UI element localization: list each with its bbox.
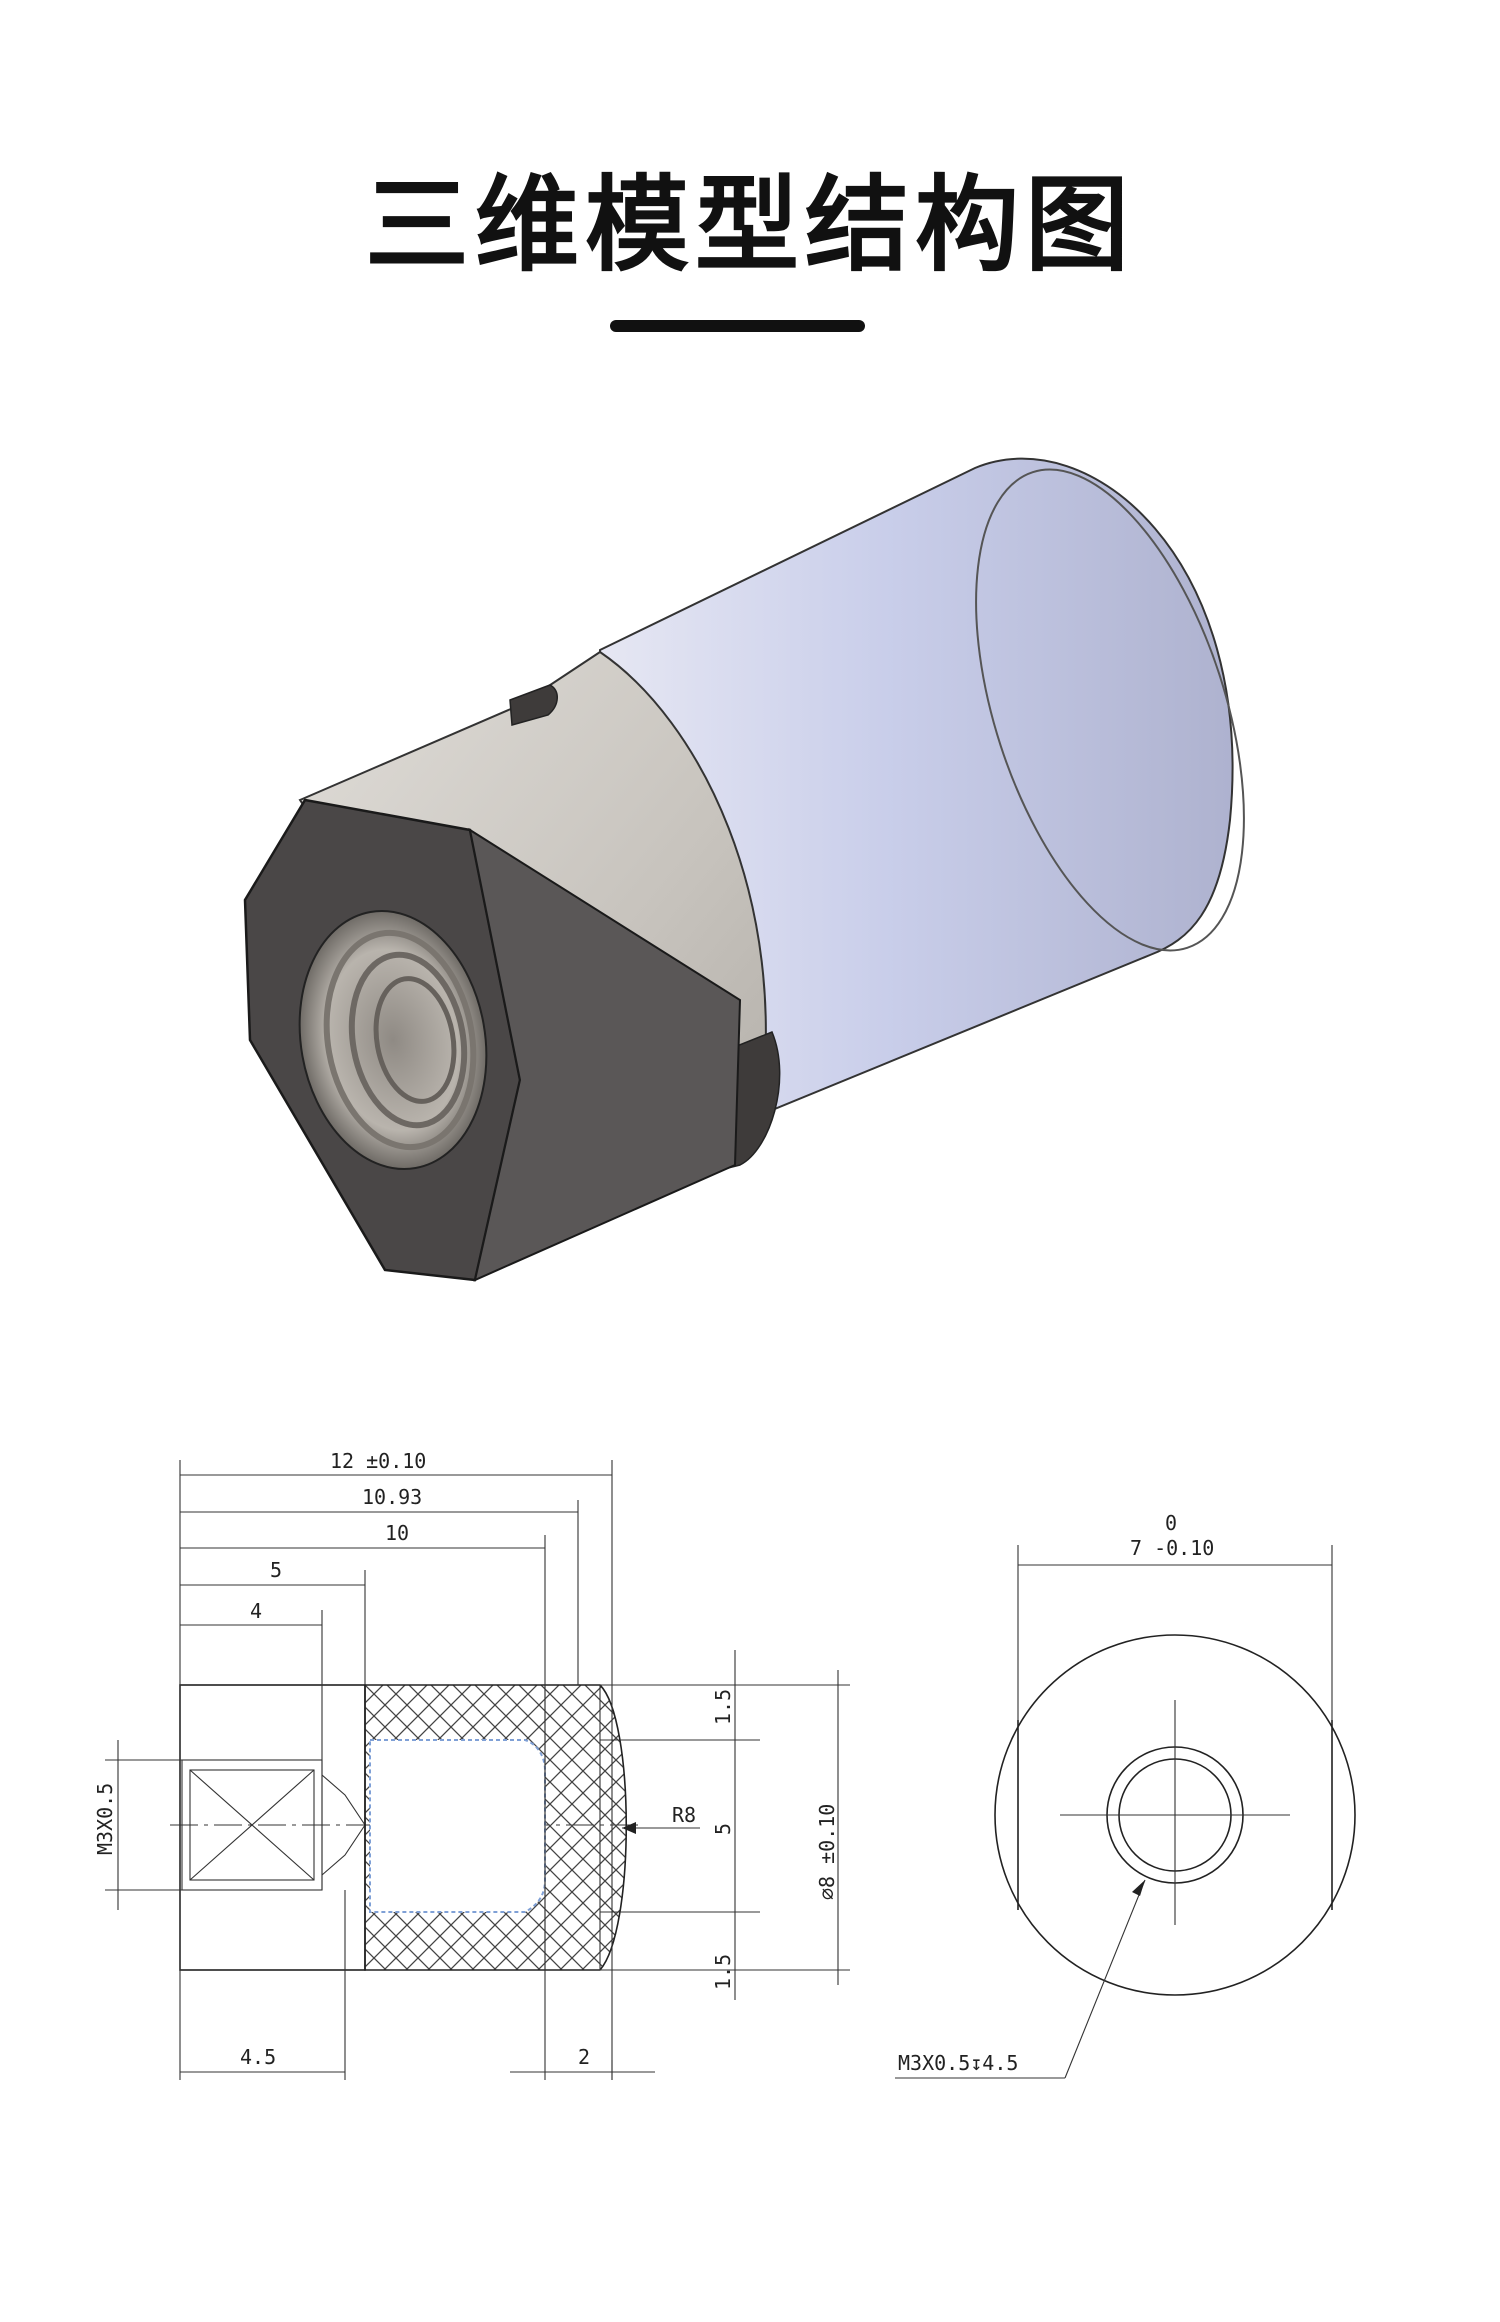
end-view: 0 7 -0.10 M3X0.5↧4.5 <box>895 1511 1356 2079</box>
model-3d-render <box>243 457 1245 1282</box>
slot-notch-top <box>509 684 558 726</box>
thread-ring-1 <box>323 929 477 1151</box>
diameter-label: ⌀8 ±0.10 <box>815 1804 839 1900</box>
thread-ring-3 <box>373 976 457 1104</box>
dim-4: 4 <box>250 1599 262 1623</box>
dim-10-93: 10.93 <box>362 1485 422 1509</box>
dim-5: 5 <box>270 1558 282 1582</box>
page-title: 三维模型结构图 <box>364 164 1135 286</box>
end-dim-upper: 0 <box>1165 1511 1177 1535</box>
dim-4-5: 4.5 <box>240 2045 276 2069</box>
dim-2: 2 <box>578 2045 590 2069</box>
thread-ring-2 <box>348 951 468 1129</box>
thread-callout: M3X0.5↧4.5 <box>898 2051 1018 2075</box>
side-view: 12 ±0.10 10.93 10 5 4 4.5 2 M3X0.5 1.5 5… <box>93 1449 850 2080</box>
end-dim-lower: 7 -0.10 <box>1130 1536 1214 1560</box>
hex-side-face <box>468 827 742 1282</box>
cylinder-end-cap <box>975 468 1245 952</box>
left-block <box>179 1684 366 1971</box>
dim-bot-1-5: 1.5 <box>711 1954 735 1990</box>
radius-label: R8 <box>672 1803 696 1827</box>
outer-circle <box>994 1634 1356 1996</box>
title-underline <box>610 320 865 332</box>
dim-10: 10 <box>385 1521 409 1545</box>
dim-overall-length: 12 ±0.10 <box>330 1449 426 1473</box>
dim-mid-5: 5 <box>711 1823 735 1835</box>
inner-bore <box>369 1739 546 1913</box>
dim-top-1-5: 1.5 <box>711 1689 735 1725</box>
thread-left-label: M3X0.5 <box>93 1783 117 1855</box>
